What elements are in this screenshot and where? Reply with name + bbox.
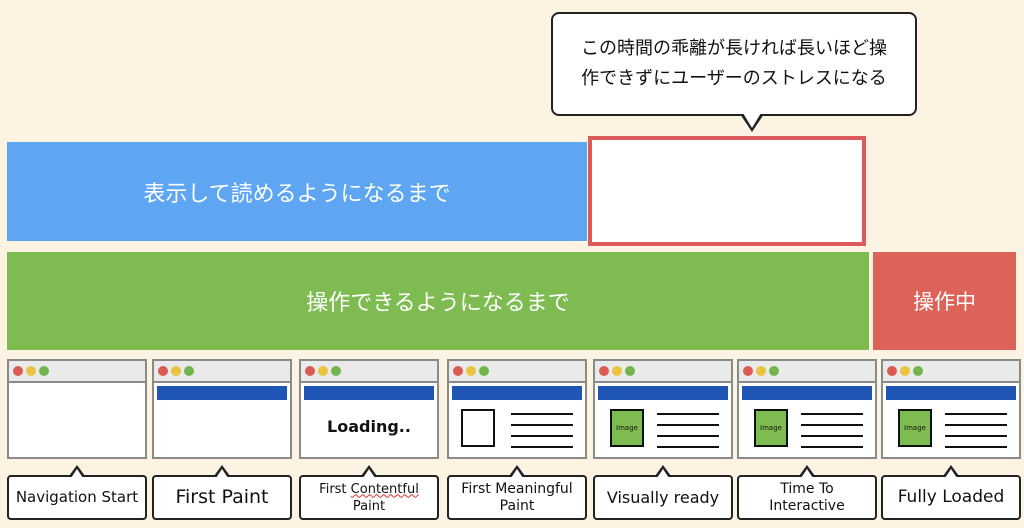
label-tail-inner (511, 469, 523, 478)
operating-label: 操作中 (913, 290, 976, 314)
stage-label-text: Time To Interactive (769, 480, 845, 514)
browser-frame-visually-ready: Image (593, 359, 733, 459)
browser-frame-navigation-start (7, 359, 147, 459)
browser-frame-time-to-interactive: Image (737, 359, 877, 459)
browser-chrome (9, 361, 145, 383)
minimize-dot-icon (171, 366, 181, 376)
minimize-dot-icon (318, 366, 328, 376)
gap-callout: この時間の乖離が長ければ長いほど操 作できずにユーザーのストレスになる (551, 12, 917, 116)
image-placeholder (461, 409, 495, 447)
stage-label-navigation-start: Navigation Start (7, 475, 147, 520)
minimize-dot-icon (612, 366, 622, 376)
browser-frame-first-paint (152, 359, 292, 459)
image-block: Image (754, 409, 788, 447)
callout-tail-inner (743, 113, 761, 128)
stage-label-first-paint: First Paint (152, 475, 292, 520)
page-header-band (304, 386, 434, 400)
browser-chrome (595, 361, 731, 383)
text-lines (657, 413, 719, 457)
close-dot-icon (599, 366, 609, 376)
loading-text: Loading.. (327, 417, 411, 436)
callout-line-1: この時間の乖離が長ければ長いほど操 (581, 38, 887, 59)
close-dot-icon (887, 366, 897, 376)
page-header-band (886, 386, 1016, 400)
stage-label-first-contentful-paint: First Contentful Paint (299, 475, 439, 520)
browser-frame-first-contentful-paint: Loading.. (299, 359, 439, 459)
label-tail-inner (363, 469, 375, 478)
maximize-dot-icon (479, 366, 489, 376)
close-dot-icon (453, 366, 463, 376)
label-tail-inner (801, 469, 813, 478)
text-lines (801, 413, 863, 457)
close-dot-icon (743, 366, 753, 376)
stage-label-text: Navigation Start (15, 488, 139, 506)
browser-frame-fully-loaded: Image (881, 359, 1021, 459)
browser-chrome (154, 361, 290, 383)
image-block: Image (610, 409, 644, 447)
close-dot-icon (305, 366, 315, 376)
callout-line-2: 作できずにユーザーのストレスになる (581, 68, 887, 89)
image-block: Image (898, 409, 932, 447)
page-header-band (742, 386, 872, 400)
minimize-dot-icon (756, 366, 766, 376)
stage-label-fully-loaded: Fully Loaded (881, 475, 1021, 520)
operable-duration-bar: 操作できるようになるまで (7, 252, 869, 350)
page-header-band (157, 386, 287, 400)
stage-label-visually-ready: Visually ready (593, 475, 733, 520)
page-header-band (598, 386, 728, 400)
text-lines (511, 413, 573, 457)
label-tail-inner (71, 469, 83, 478)
label-tail-inner (657, 469, 669, 478)
minimize-dot-icon (466, 366, 476, 376)
stage-label-text: First Contentful Paint (319, 481, 419, 514)
stage-label-text: Visually ready (606, 488, 720, 507)
display-duration-bar: 表示して読めるようになるまで (7, 142, 587, 241)
minimize-dot-icon (900, 366, 910, 376)
operable-duration-label: 操作できるようになるまで (306, 291, 570, 316)
browser-chrome (301, 361, 437, 383)
browser-chrome (739, 361, 875, 383)
label-tail-inner (216, 469, 228, 478)
operating-bar: 操作中 (873, 252, 1016, 350)
maximize-dot-icon (625, 366, 635, 376)
minimize-dot-icon (26, 366, 36, 376)
interaction-gap-box (588, 136, 866, 246)
page-header-band (452, 386, 582, 400)
label-tail-inner (945, 469, 957, 478)
stage-label-time-to-interactive: Time To Interactive (737, 475, 877, 520)
display-duration-label: 表示して読めるようになるまで (143, 181, 451, 207)
stage-label-text: First Paint (175, 486, 269, 508)
maximize-dot-icon (913, 366, 923, 376)
browser-frame-first-meaningful-paint (447, 359, 587, 459)
browser-chrome (449, 361, 585, 383)
stage-label-text: Fully Loaded (897, 487, 1005, 507)
maximize-dot-icon (39, 366, 49, 376)
maximize-dot-icon (769, 366, 779, 376)
maximize-dot-icon (331, 366, 341, 376)
close-dot-icon (158, 366, 168, 376)
stage-label-first-meaningful-paint: First Meaningful Paint (447, 475, 587, 520)
maximize-dot-icon (184, 366, 194, 376)
browser-chrome (883, 361, 1019, 383)
close-dot-icon (13, 366, 23, 376)
stage-label-text: First Meaningful Paint (461, 480, 573, 514)
text-lines (945, 413, 1007, 457)
